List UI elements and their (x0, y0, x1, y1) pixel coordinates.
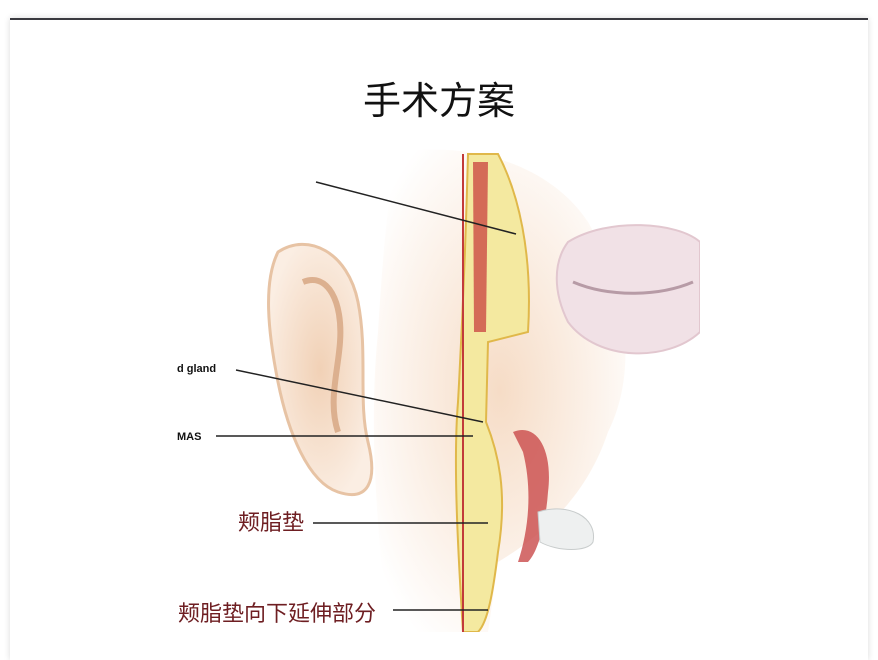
slide-title: 手术方案 (362, 79, 515, 123)
eye (555, 224, 700, 355)
label-smas: MAS (177, 431, 202, 443)
ear (267, 242, 374, 496)
label-gland: d gland (177, 363, 217, 375)
label-buccal-fat-extension: 颊脂垫向下延伸部分 (178, 602, 377, 627)
anatomy-illustration (168, 132, 700, 632)
label-buccal-fat-pad: 颊脂垫 (238, 511, 305, 536)
